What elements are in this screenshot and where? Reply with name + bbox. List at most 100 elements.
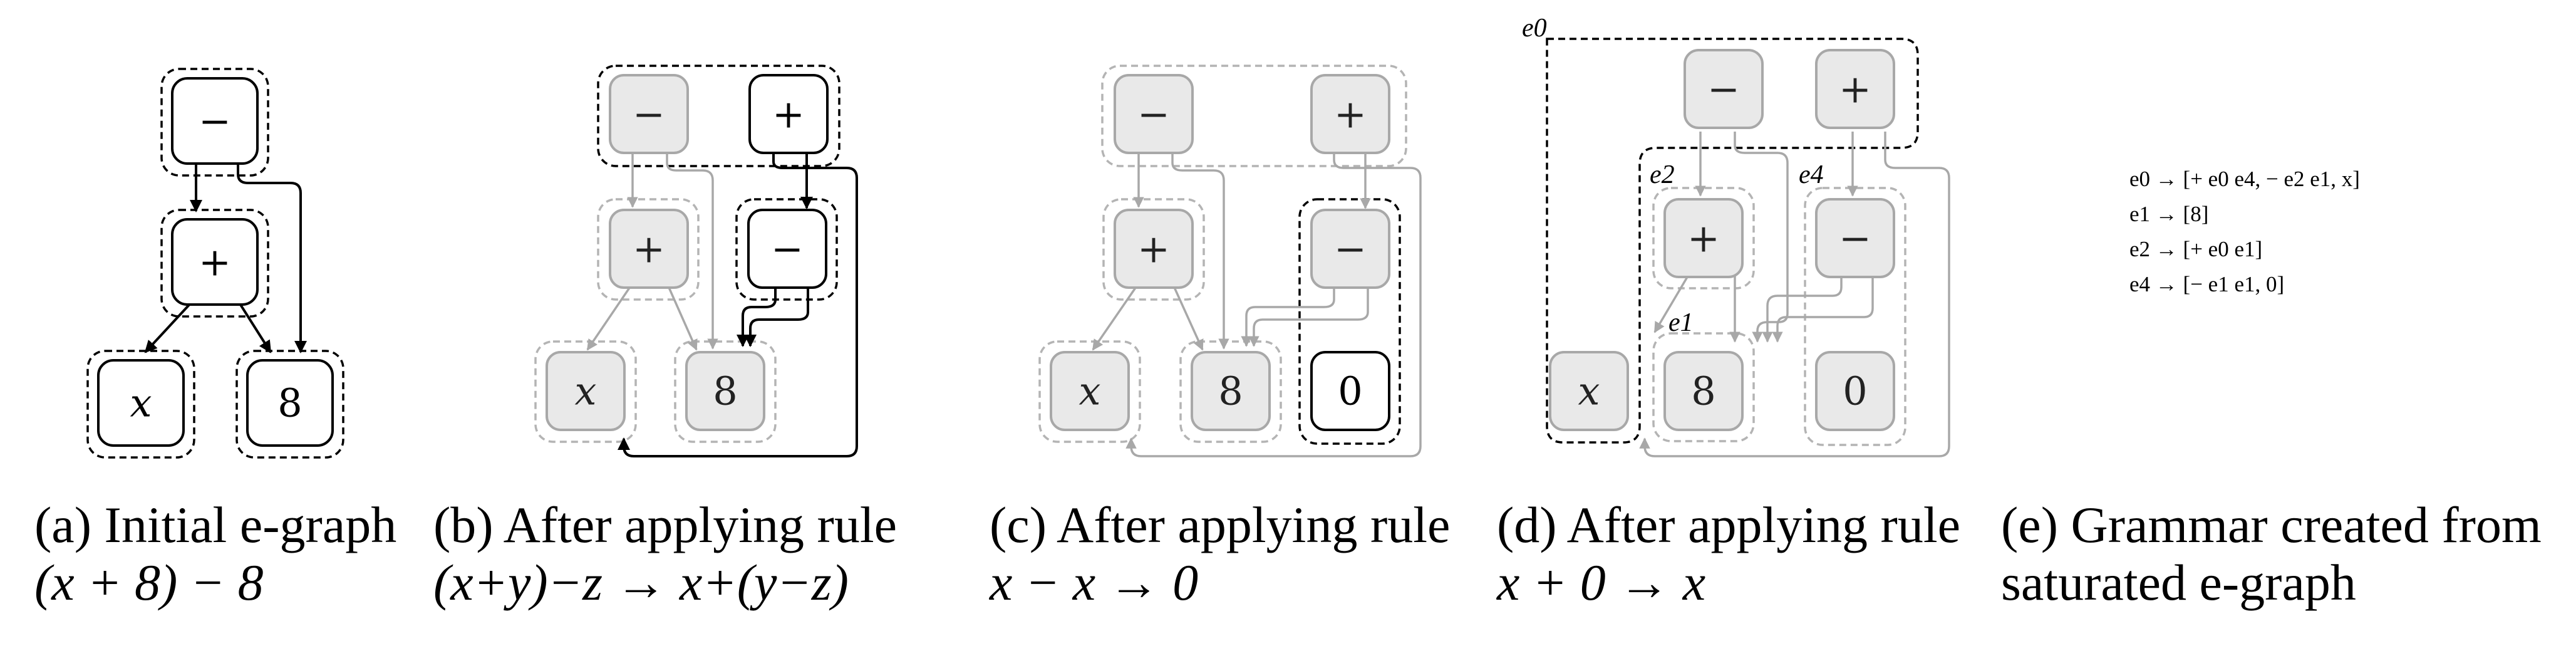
node-c-minus-b: [1310, 209, 1390, 289]
node-c-8-label: 8: [1218, 368, 1243, 414]
eclass-b-8: [674, 340, 777, 443]
node-a-x-label: x: [130, 380, 152, 426]
node-d-zero: [1815, 351, 1895, 431]
node-c-zero-label: 0: [1338, 368, 1362, 414]
node-b-8-label: 8: [713, 368, 737, 414]
node-d-plus: [1663, 198, 1744, 278]
node-d-minus: [1684, 49, 1764, 129]
edge-c-minus-8a: [1241, 283, 1335, 347]
caption-a-line2: (x + 8) − 8: [34, 554, 264, 611]
node-c-minus-b-label: −: [1334, 226, 1367, 272]
node-d-x: [1549, 351, 1629, 431]
eclass-d-e0: [1546, 38, 1919, 444]
eclass-c-x: [1038, 340, 1141, 443]
eclass-b-top: [597, 65, 841, 167]
panel-a-graph: − + x 8: [86, 68, 344, 459]
edge-d-plus-x: [1639, 132, 1950, 457]
panel-b-graph: − + + − x 8: [534, 65, 858, 457]
edge-a-minus-8: [237, 160, 307, 353]
grammar-rule-e1: e1 → [8]: [2129, 202, 2209, 226]
node-c-x: [1050, 351, 1130, 431]
eclass-a-x: [86, 350, 195, 459]
node-d-minus-label: −: [1707, 66, 1740, 112]
caption-d: (d) After applying rule x + 0 → x: [1497, 496, 1960, 612]
node-c-plus-top-label: +: [1334, 91, 1367, 137]
eclass-d-e2: [1652, 187, 1755, 290]
caption-a: (a) Initial e-graph (x + 8) − 8: [34, 496, 396, 612]
edge-b-plus-8: [666, 283, 698, 351]
eclass-c-8: [1179, 340, 1282, 443]
caption-e-line2: saturated e-graph: [2001, 554, 2356, 611]
caption-e: (e) Grammar created from saturated e-gra…: [2001, 496, 2542, 612]
node-d-minus-b: [1815, 198, 1895, 278]
node-d-plus-label: +: [1687, 216, 1720, 261]
edge-a-plus-8: [237, 300, 272, 353]
class-label-e2: e2: [1650, 160, 1675, 189]
grammar-rule-e0: e0 → [+ e0 e4, − e2 e1, x]: [2129, 167, 2360, 191]
edge-c-plus-x: [1125, 149, 1422, 457]
grammar-rule-e2: e2 → [+ e0 e1]: [2129, 237, 2263, 261]
node-a-8: [246, 359, 334, 447]
node-c-8: [1191, 351, 1271, 431]
node-b-x: [546, 351, 626, 431]
node-b-plus-top-label: +: [772, 91, 805, 137]
node-b-minus-label: −: [633, 91, 665, 137]
node-d-plus-top: [1815, 49, 1895, 129]
caption-d-line1: (d) After applying rule: [1497, 496, 1961, 553]
edge-d-minus-8: [1734, 132, 1789, 343]
node-c-minus-label: −: [1137, 91, 1170, 137]
caption-b-line1: (b) After applying rule: [433, 496, 897, 553]
edge-a-plus-x: [144, 300, 194, 353]
edge-b-plus-x: [618, 149, 858, 457]
node-a-minus: [171, 77, 259, 165]
node-b-plus: [609, 209, 689, 289]
eclass-b-x: [534, 340, 637, 443]
node-b-minus-new-label: −: [771, 226, 804, 272]
caption-c-line2: x − x → 0: [990, 554, 1199, 611]
eclass-a-8: [235, 350, 344, 459]
node-d-plus-top-label: +: [1839, 66, 1871, 112]
caption-c: (c) After applying rule x − x → 0: [990, 496, 1450, 612]
edge-d-plus-x2: [1653, 270, 1692, 333]
caption-c-line1: (c) After applying rule: [990, 496, 1451, 553]
node-b-plus-top: [748, 74, 829, 154]
eclass-b-plus: [597, 198, 700, 301]
edge-b-minus-8: [666, 149, 718, 350]
node-d-8-label: 8: [1691, 368, 1715, 414]
node-d-zero-label: 0: [1843, 368, 1867, 414]
edge-c-minus-8: [1171, 149, 1229, 350]
class-label-e4: e4: [1799, 160, 1824, 189]
class-label-e1: e1: [1668, 308, 1694, 337]
caption-e-line1: (e) Grammar created from: [2001, 496, 2542, 553]
caption-b: (b) After applying rule (x+y)−z → x+(y−z…: [433, 496, 897, 612]
node-c-zero: [1310, 351, 1390, 431]
eclass-c-top: [1101, 65, 1407, 167]
node-c-minus: [1114, 74, 1194, 154]
node-b-minus: [609, 74, 689, 154]
node-c-x-label: x: [1079, 368, 1101, 414]
node-b-x-label: x: [575, 368, 597, 414]
node-b-minus-new: [747, 209, 827, 289]
panel-d-graph: − + + − x 8 0 e0 e2 e4 e1: [1522, 14, 1950, 457]
node-c-plus: [1114, 209, 1194, 289]
node-a-x: [97, 359, 185, 447]
node-a-plus-label: +: [199, 239, 231, 285]
eclass-a-minus: [160, 68, 269, 177]
node-d-x-label: x: [1578, 368, 1600, 414]
node-a-plus: [171, 218, 259, 306]
node-c-plus-label: +: [1137, 226, 1170, 272]
edge-b-minus-8a: [737, 283, 777, 347]
node-a-8-label: 8: [277, 380, 302, 426]
edge-b-minus-8b: [744, 283, 809, 347]
node-a-minus-label: −: [199, 98, 231, 144]
node-b-plus-label: +: [633, 226, 665, 272]
panel-c-graph: − + + − x 8 0: [1038, 65, 1422, 457]
eclass-c-zero: [1298, 198, 1401, 445]
node-c-plus-top: [1310, 74, 1390, 154]
edge-c-plus-x: [1092, 283, 1140, 351]
edge-d-minus-8a: [1762, 271, 1843, 343]
node-b-8: [685, 351, 765, 431]
caption-b-line2: (x+y)−z → x+(y−z): [433, 554, 849, 611]
edge-c-plus-8: [1171, 283, 1204, 351]
